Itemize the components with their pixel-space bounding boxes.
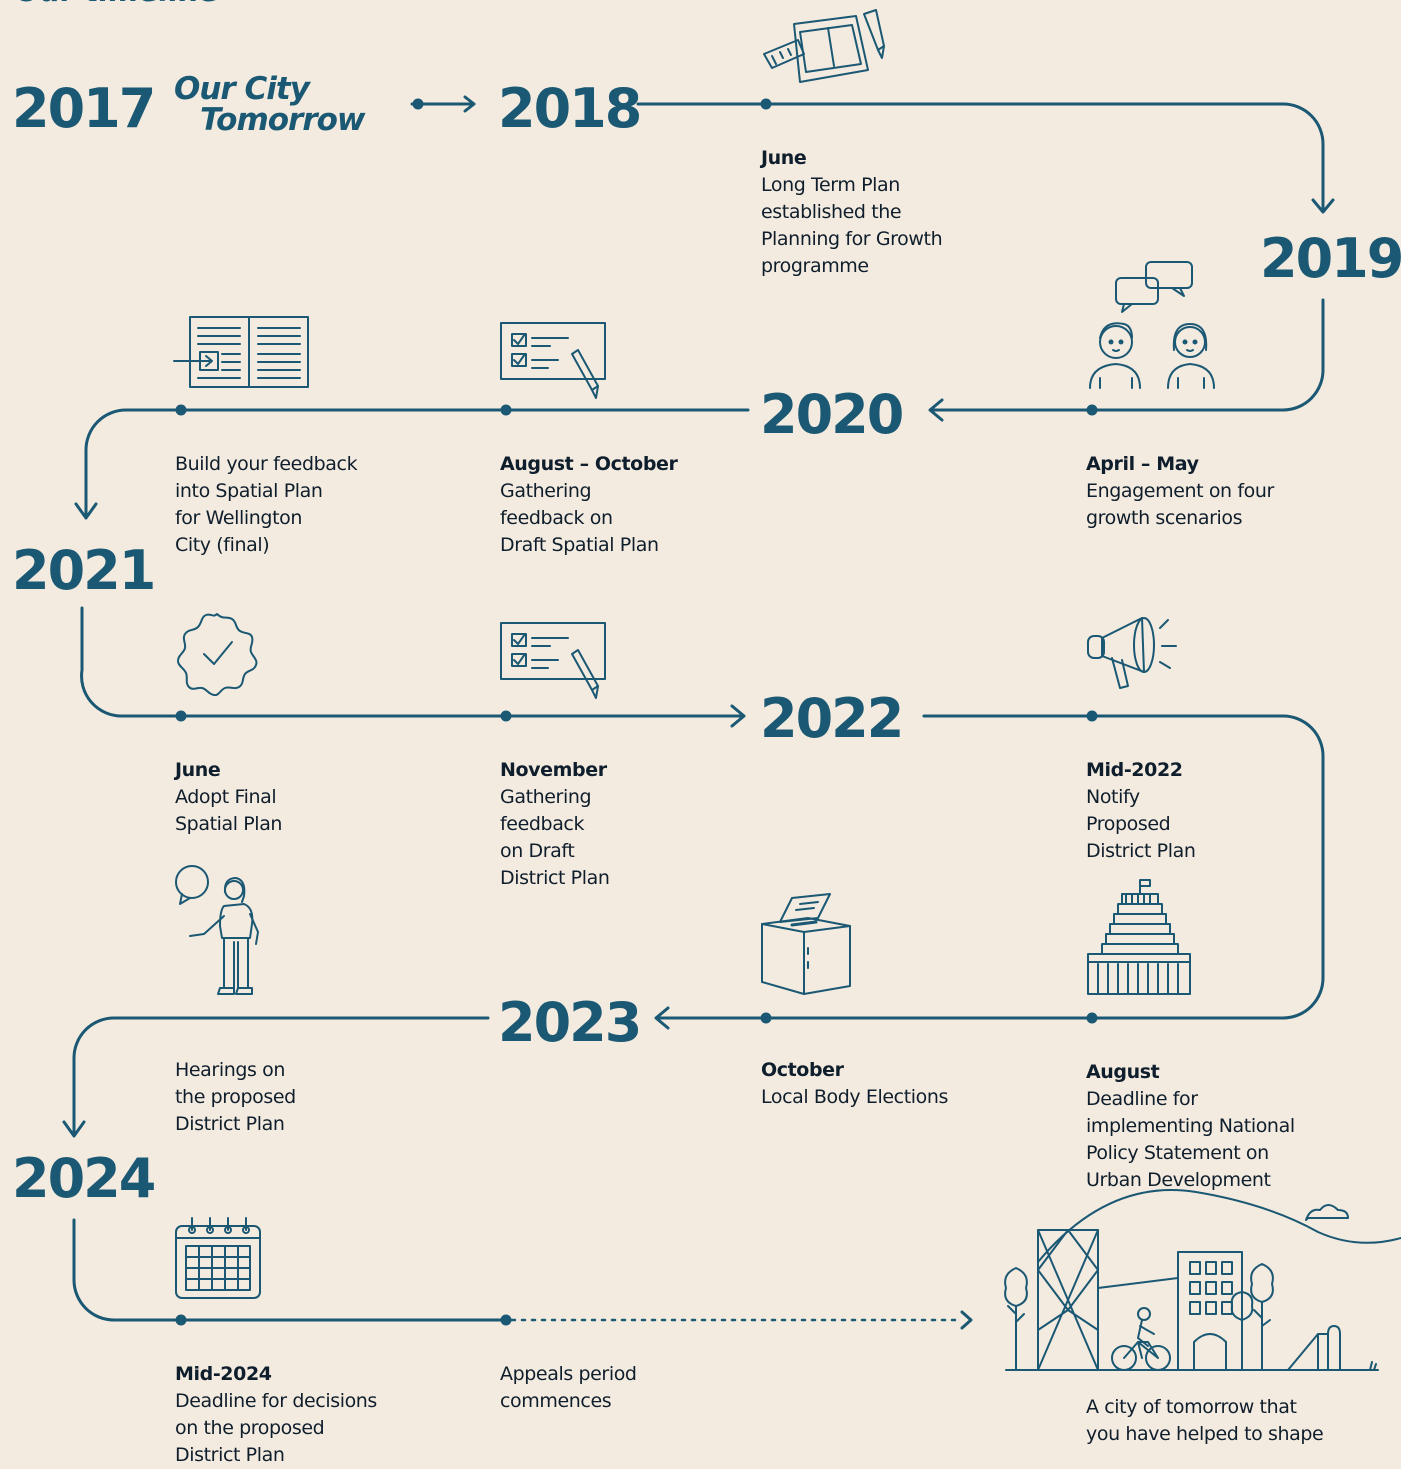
blueprint-icon <box>763 9 885 83</box>
year-2022: 2022 <box>760 687 904 750</box>
people-talking-icon <box>1089 261 1215 389</box>
event-text: Engagement on four growth scenarios <box>1086 480 1274 529</box>
event-text: Deadline for decisions on the proposed D… <box>175 1390 377 1466</box>
event-2020-final-spatial-plan: Build your feedback into Spatial Plan fo… <box>175 424 358 559</box>
event-2023-hearings: Hearings on the proposed District Plan <box>175 1030 296 1138</box>
event-text: Gathering feedback on Draft Spatial Plan <box>500 480 659 556</box>
event-text: Appeals period commences <box>500 1363 637 1412</box>
year-2021: 2021 <box>12 539 156 602</box>
closing-text: A city of tomorrow that you have helped … <box>1086 1396 1324 1445</box>
event-appeals: Appeals period commences <box>500 1334 637 1415</box>
event-text: Local Body Elections <box>761 1086 949 1108</box>
event-text: Deadline for implementing National Polic… <box>1086 1088 1295 1191</box>
event-heading: October <box>761 1059 844 1081</box>
event-heading: June <box>175 759 221 781</box>
event-text: Build your feedback into Spatial Plan fo… <box>175 453 358 556</box>
open-book-icon <box>173 316 309 388</box>
brand-logo: Our City Tomorrow <box>174 71 366 138</box>
year-2017: 2017 <box>12 77 156 140</box>
event-text: Hearings on the proposed District Plan <box>175 1059 296 1135</box>
event-heading: November <box>500 759 607 781</box>
page-title: Our timeline <box>14 0 218 8</box>
year-2023: 2023 <box>498 991 642 1054</box>
event-heading: August <box>1086 1061 1160 1083</box>
check-badge-icon <box>177 613 258 696</box>
brand-line2: Tomorrow <box>200 102 366 138</box>
city-illustration-icon <box>1004 1189 1401 1371</box>
person-speaking-icon <box>175 865 259 995</box>
calendar-icon <box>175 1217 261 1299</box>
year-2018: 2018 <box>498 77 642 140</box>
event-heading: August – October <box>500 453 678 475</box>
ballot-box-icon <box>761 893 851 995</box>
brand-line1: Our City <box>174 71 310 107</box>
event-heading: June <box>761 147 807 169</box>
event-text: Gathering feedback on Draft District Pla… <box>500 786 610 889</box>
event-heading: Mid-2022 <box>1086 759 1183 781</box>
checklist-icon <box>500 322 606 399</box>
event-heading: Mid-2024 <box>175 1363 272 1385</box>
event-heading: April – May <box>1086 453 1199 475</box>
year-2019: 2019 <box>1260 227 1401 290</box>
event-text: Adopt Final Spatial Plan <box>175 786 283 835</box>
event-text: Long Term Plan established the Planning … <box>761 174 943 277</box>
event-text: Notify Proposed District Plan <box>1086 786 1196 862</box>
parliament-icon <box>1087 879 1191 995</box>
megaphone-icon <box>1087 617 1177 689</box>
year-2020: 2020 <box>760 383 904 446</box>
year-2024: 2024 <box>12 1147 156 1210</box>
checklist-icon <box>500 622 606 699</box>
